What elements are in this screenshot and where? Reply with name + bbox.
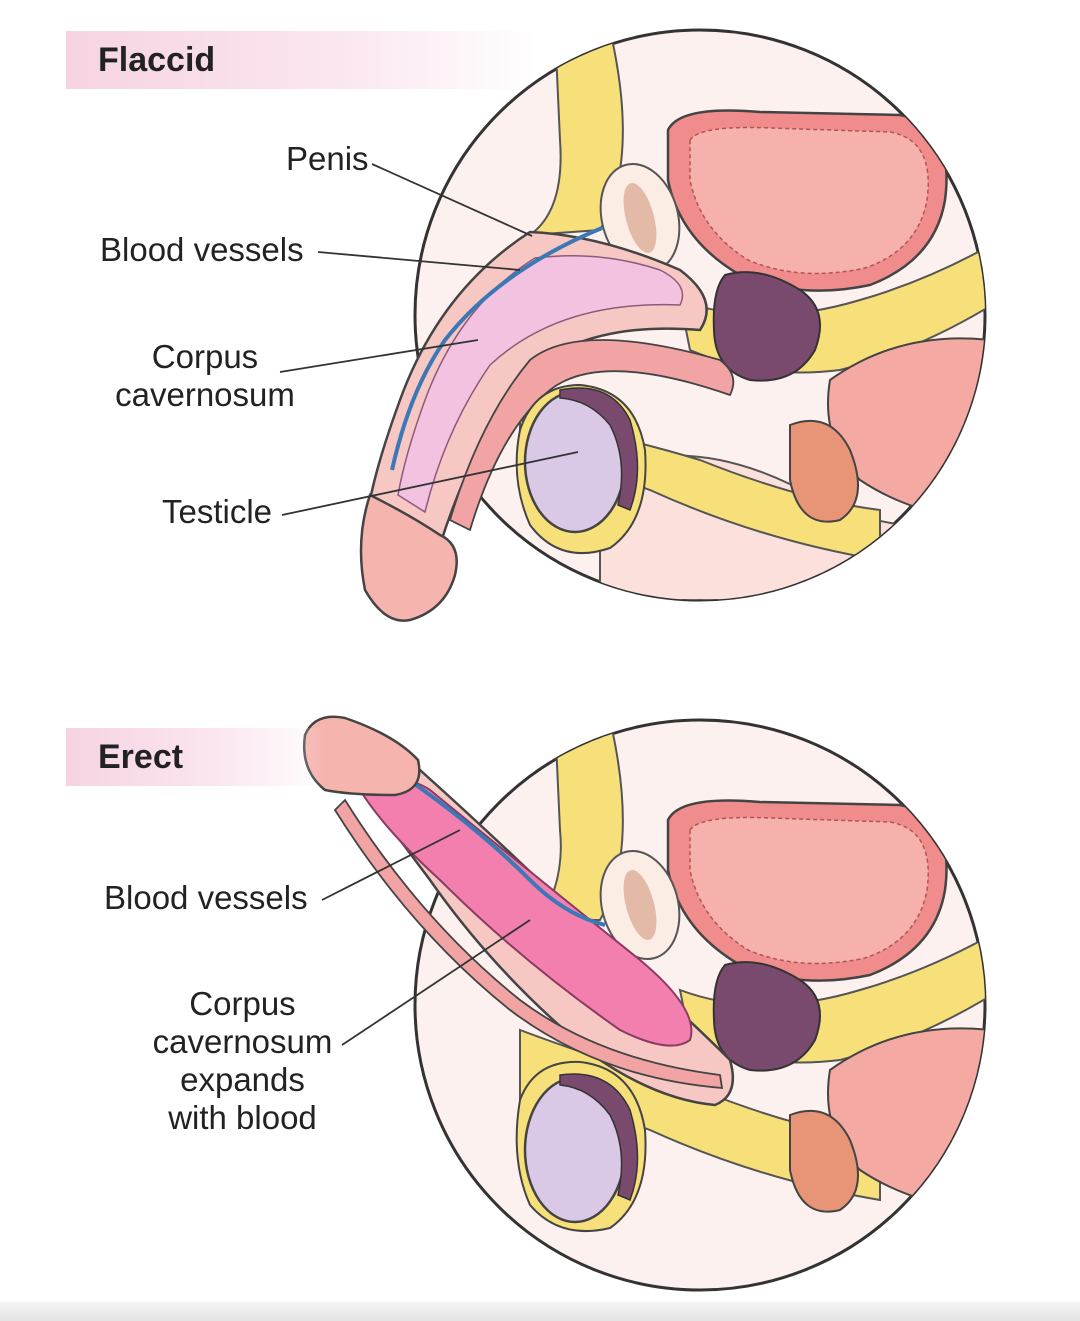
label-testicle: Testicle bbox=[162, 493, 273, 530]
erect-corpus-cavernosum bbox=[358, 779, 693, 1047]
leader-testicle bbox=[281, 451, 579, 516]
label-corpus-cavernosum-flaccid: Corpus cavernosum bbox=[100, 338, 310, 414]
flaccid-glans bbox=[359, 493, 458, 622]
label-corpus-cavernosum-erect: Corpus cavernosum expands with blood bbox=[135, 985, 350, 1137]
erect-blood-vessel bbox=[410, 780, 606, 927]
flaccid-epididymis bbox=[559, 387, 639, 511]
bottom-strip bbox=[0, 1302, 1080, 1321]
label-penis: Penis bbox=[286, 140, 369, 177]
erect-header-band: Erect bbox=[66, 728, 326, 786]
erect-prostate bbox=[712, 961, 821, 1072]
label-corpus-line1: Corpus bbox=[151, 338, 259, 375]
label-corpus-erect-line4: with blood bbox=[168, 1099, 317, 1136]
label-blood-vessels-erect: Blood vessels bbox=[104, 879, 308, 916]
erect-title: Erect bbox=[98, 738, 184, 776]
flaccid-blood-vessel bbox=[390, 226, 603, 471]
label-blood-vessels-flaccid: Blood vessels bbox=[100, 231, 304, 268]
leader-blood-vessels-bottom bbox=[321, 829, 461, 901]
flaccid-header-band: Flaccid bbox=[66, 31, 536, 89]
leader-lines bbox=[279, 163, 579, 1046]
leader-blood-vessels-top bbox=[317, 251, 521, 271]
flaccid-prostate bbox=[712, 271, 821, 382]
erect-epididymis bbox=[559, 1073, 639, 1201]
erect-urethra bbox=[333, 798, 724, 1089]
leader-penis bbox=[371, 163, 533, 237]
label-corpus-line2: cavernosum bbox=[115, 376, 295, 413]
leader-corpus-top bbox=[279, 339, 479, 373]
erect-bladder-inner bbox=[689, 816, 929, 965]
flaccid-bladder-inner bbox=[689, 126, 929, 275]
flaccid-corpus-cavernosum bbox=[397, 255, 684, 514]
leader-corpus-bottom bbox=[341, 919, 531, 1046]
label-corpus-erect-line1: Corpus bbox=[189, 985, 296, 1022]
flaccid-illustration bbox=[359, 28, 987, 622]
flaccid-title: Flaccid bbox=[98, 41, 216, 79]
erect-illustration bbox=[303, 715, 987, 1292]
label-corpus-erect-line2: cavernosum bbox=[152, 1023, 333, 1060]
label-corpus-erect-line3: expands bbox=[180, 1061, 305, 1098]
